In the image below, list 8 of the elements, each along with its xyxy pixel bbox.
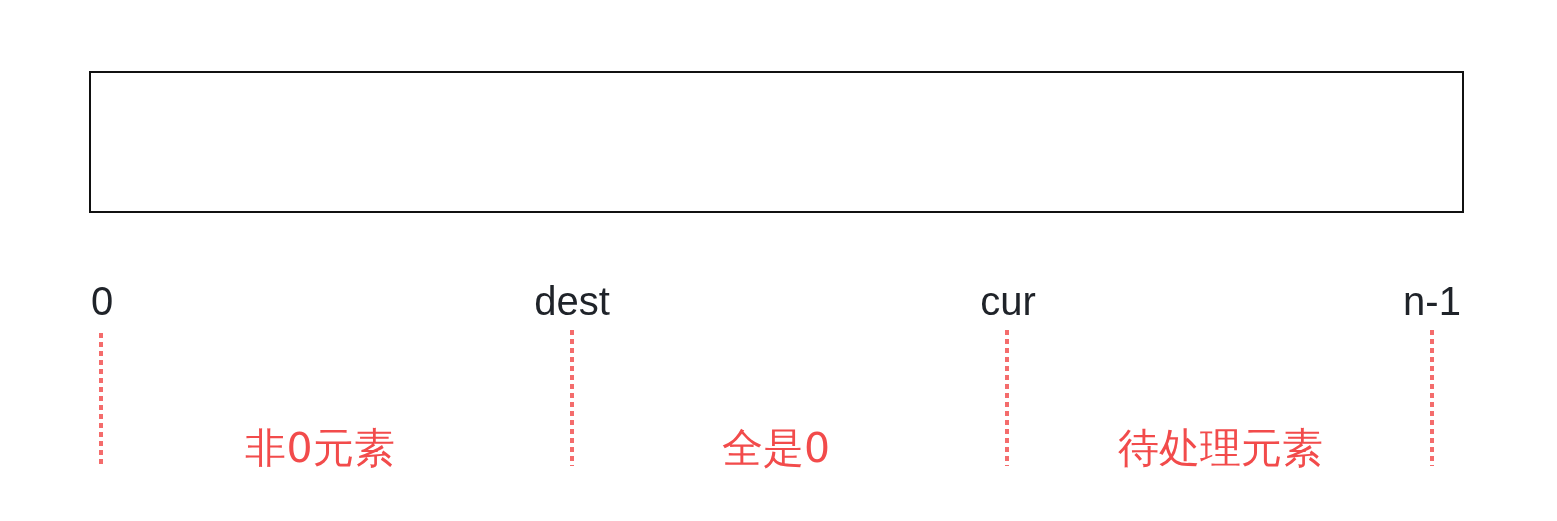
region-label: 非0元素 — [245, 427, 395, 469]
region-label: 全是0 — [721, 427, 831, 469]
index-label: 0 — [90, 281, 114, 321]
array-box — [89, 71, 1464, 213]
region-label: 待处理元素 — [1117, 427, 1323, 469]
index-label: cur — [980, 281, 1036, 321]
index-label: dest — [534, 281, 610, 321]
index-label: n-1 — [1403, 281, 1461, 321]
